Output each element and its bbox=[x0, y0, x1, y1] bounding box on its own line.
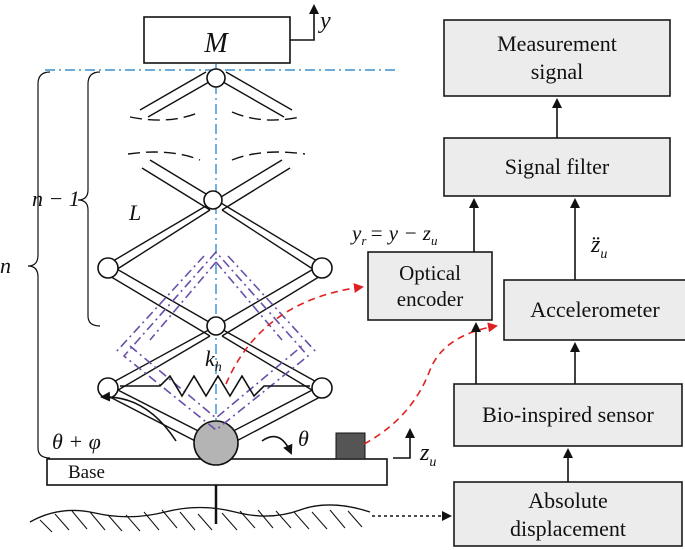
y-axis-arrow bbox=[290, 4, 319, 41]
angle-arc-left bbox=[100, 391, 177, 442]
mass-block bbox=[143, 16, 291, 64]
accelerometer-box bbox=[503, 279, 685, 341]
brace-n bbox=[27, 71, 51, 459]
zu-label: zu bbox=[419, 440, 436, 470]
optical-encoder-line2: encoder bbox=[397, 287, 463, 311]
red-link-encoder bbox=[225, 283, 364, 385]
spring bbox=[120, 374, 310, 398]
absolute-displacement-line1: Absolute bbox=[528, 488, 607, 513]
relative-displacement-equation: yr= y − zu bbox=[350, 221, 438, 248]
angle-total-label: θ + φ bbox=[52, 429, 101, 454]
absolute-displacement-line2: displacement bbox=[510, 516, 626, 541]
measurement-signal-box bbox=[443, 19, 671, 97]
bio-inspired-sensor-label: Bio-inspired sensor bbox=[482, 402, 654, 427]
link-length-label: L bbox=[128, 200, 141, 225]
spring-label: kh bbox=[205, 346, 222, 375]
optical-encoder-line1: Optical bbox=[399, 261, 461, 285]
optical-encoder-box bbox=[367, 251, 493, 321]
scissor-mechanism bbox=[97, 68, 333, 466]
red-link-accelerometer bbox=[363, 322, 498, 445]
signal-filter-label: Signal filter bbox=[505, 154, 610, 179]
y-axis-label: y bbox=[318, 8, 331, 34]
signal-filter-box bbox=[443, 137, 671, 197]
measurement-signal-line2: signal bbox=[531, 59, 584, 84]
measurement-signal-line1: Measurement bbox=[497, 31, 617, 56]
accelerometer-label: Accelerometer bbox=[530, 297, 660, 322]
bottom-ball-joint bbox=[193, 420, 239, 466]
joint-right-2 bbox=[311, 377, 333, 399]
joint-right-1 bbox=[311, 257, 333, 279]
absolute-displacement-box bbox=[453, 481, 683, 547]
brace-n-minus-1 bbox=[77, 71, 101, 327]
joint-left-2 bbox=[97, 377, 119, 399]
sensor-block bbox=[335, 432, 366, 460]
ground bbox=[29, 504, 371, 533]
brace-n-label: n bbox=[0, 253, 11, 278]
zu-arrow bbox=[393, 428, 415, 459]
joint-left-1 bbox=[97, 257, 119, 279]
acceleration-label: z̈u bbox=[590, 232, 607, 262]
angle-theta-label: θ bbox=[298, 426, 309, 451]
brace-n-minus-1-label: n − 1 bbox=[32, 186, 80, 211]
bio-inspired-sensor-box bbox=[453, 383, 683, 447]
mass-label: M bbox=[203, 28, 229, 59]
deformed-outline bbox=[115, 250, 317, 432]
joint-top bbox=[206, 68, 226, 88]
angle-arc-right bbox=[261, 435, 293, 455]
joint-upper bbox=[203, 190, 223, 210]
joint-middle bbox=[206, 316, 226, 336]
base-label: Base bbox=[68, 462, 105, 483]
